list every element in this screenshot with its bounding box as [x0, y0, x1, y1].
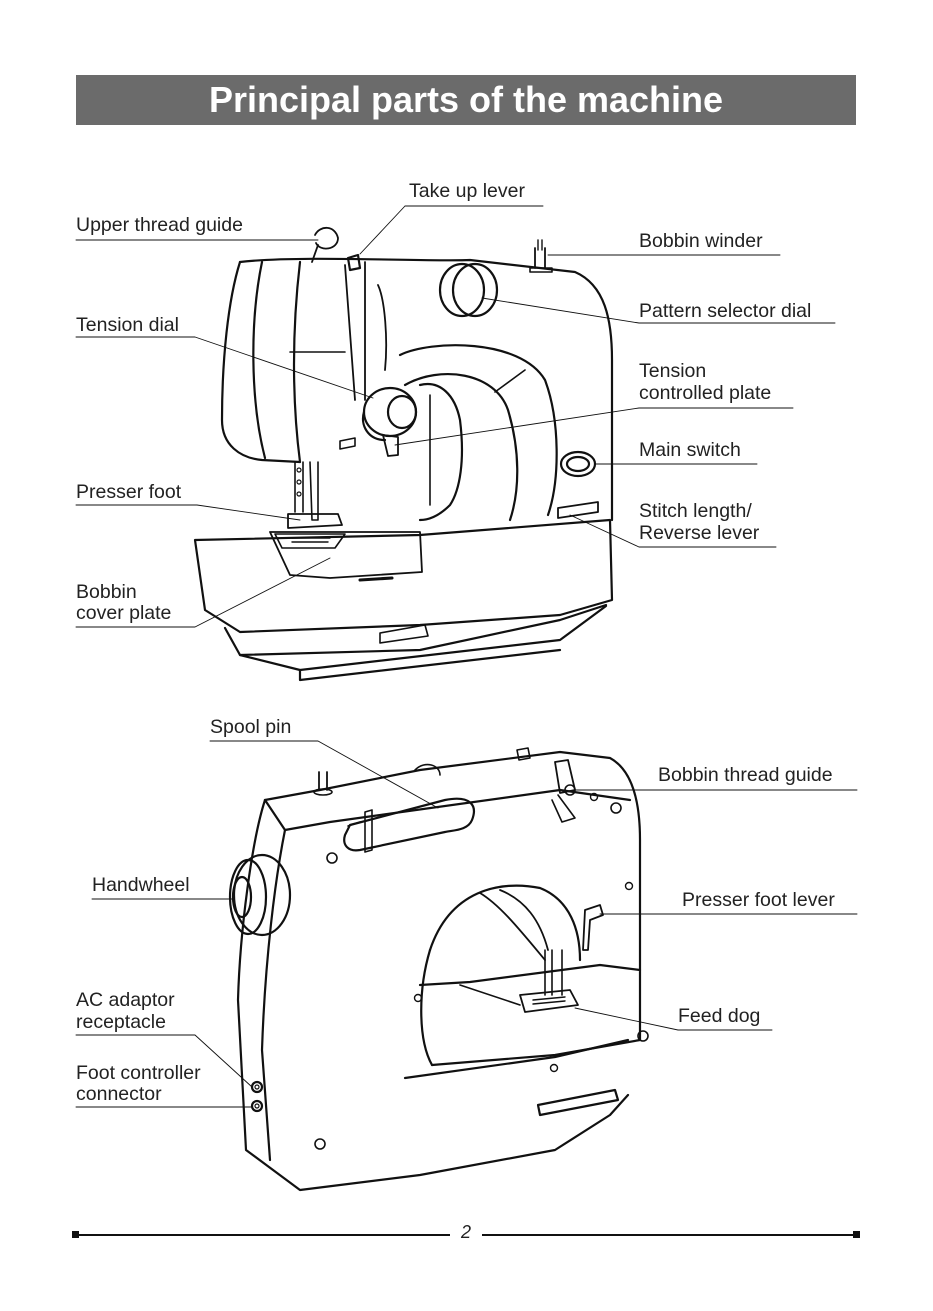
footer-rule-left: [76, 1234, 450, 1236]
footer-left-marker: [72, 1231, 79, 1238]
label-bobbin-thread-guide: Bobbin thread guide: [658, 764, 833, 786]
label-ac-adaptor-line2: receptacle: [76, 1011, 166, 1033]
label-tension-controlled-plate-line1: Tension: [639, 360, 707, 382]
label-tension-dial: Tension dial: [76, 314, 179, 336]
label-spool-pin: Spool pin: [210, 716, 292, 738]
footer-right-marker: [853, 1231, 860, 1238]
label-foot-controller-line1: Foot controller: [76, 1062, 201, 1084]
front-machine-body: [238, 257, 614, 522]
label-bobbin-cover-line2: cover plate: [76, 602, 172, 624]
label-main-switch: Main switch: [639, 439, 741, 461]
back-view-leaders: [75, 740, 858, 1108]
label-tension-controlled-plate-line2: controlled plate: [639, 382, 772, 404]
label-presser-foot: Presser foot: [76, 481, 182, 503]
label-upper-thread-guide: Upper thread guide: [76, 214, 243, 236]
label-bobbin-winder: Bobbin winder: [639, 230, 763, 252]
footer-rule-right: [482, 1234, 856, 1236]
front-view-leaders: [75, 205, 836, 628]
page-title: Principal parts of the machine: [208, 79, 724, 120]
label-feed-dog: Feed dog: [678, 1005, 761, 1027]
label-handwheel: Handwheel: [92, 874, 190, 896]
label-stitch-length-line1: Stitch length/: [639, 500, 752, 522]
label-ac-adaptor-line1: AC adaptor: [76, 989, 175, 1011]
label-foot-controller-line2: connector: [76, 1083, 162, 1105]
front-view-machine: [193, 226, 614, 682]
title-bar: Principal parts of the machine: [76, 75, 856, 125]
label-take-up-lever: Take up lever: [409, 180, 525, 202]
label-bobbin-cover-line1: Bobbin: [76, 581, 137, 603]
label-presser-foot-lever: Presser foot lever: [682, 889, 835, 911]
front-machine-base: [193, 518, 614, 634]
page-number: 2: [460, 1222, 471, 1242]
label-stitch-length-line2: Reverse lever: [639, 522, 760, 544]
back-view-machine: [228, 747, 649, 1192]
label-pattern-selector-dial: Pattern selector dial: [639, 300, 812, 322]
back-machine-body: [263, 750, 642, 972]
